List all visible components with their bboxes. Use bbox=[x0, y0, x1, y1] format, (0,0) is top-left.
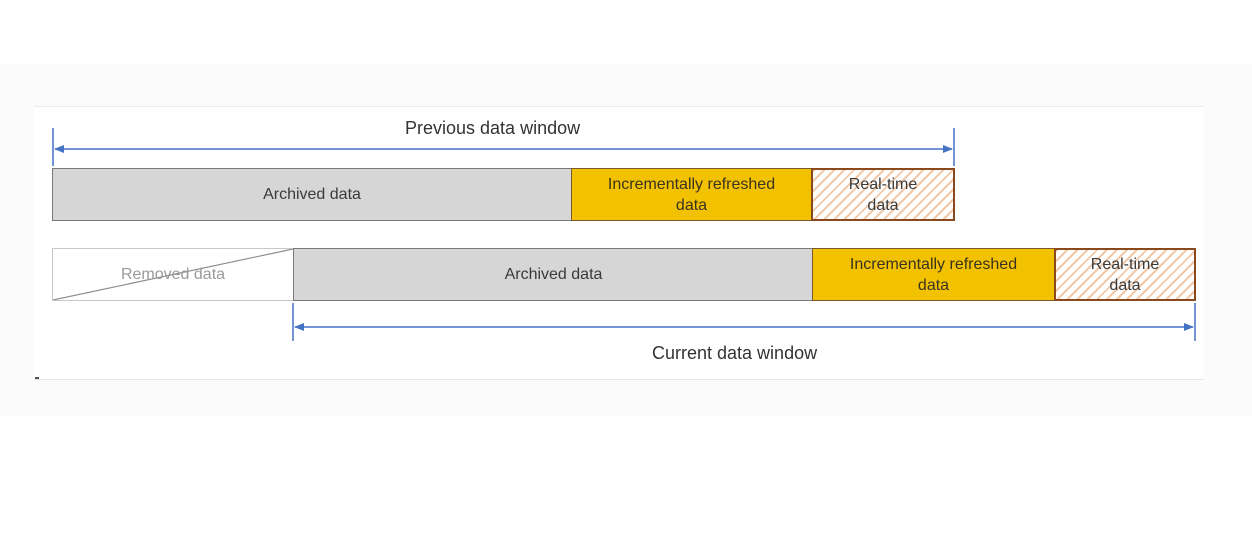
previous-realtime-label: Real-time data bbox=[848, 175, 918, 214]
current-window-label: Current data window bbox=[652, 343, 818, 363]
current-realtime-label: Real-time data bbox=[1090, 255, 1160, 294]
previous-archived-segment: Archived data bbox=[52, 168, 572, 221]
diagram-panel bbox=[34, 106, 1204, 380]
dash-mark bbox=[35, 377, 39, 379]
current-archived-segment: Archived data bbox=[293, 248, 814, 301]
removed-data-label: Removed data bbox=[120, 266, 226, 283]
removed-data-segment: Removed data bbox=[52, 248, 294, 301]
current-realtime-segment: Real-time data bbox=[1054, 248, 1196, 301]
removed-diagonal-line bbox=[53, 249, 293, 300]
previous-archived-label: Archived data bbox=[263, 186, 361, 203]
current-incremental-segment: Incrementally refreshed data bbox=[812, 248, 1055, 301]
previous-incremental-label: Incrementally refreshed data bbox=[607, 175, 776, 214]
previous-incremental-segment: Incrementally refreshed data bbox=[571, 168, 812, 221]
previous-window-label: Previous data window bbox=[405, 118, 581, 138]
previous-realtime-segment: Real-time data bbox=[811, 168, 955, 221]
current-incremental-label: Incrementally refreshed data bbox=[849, 255, 1018, 294]
current-archived-label: Archived data bbox=[504, 266, 603, 283]
